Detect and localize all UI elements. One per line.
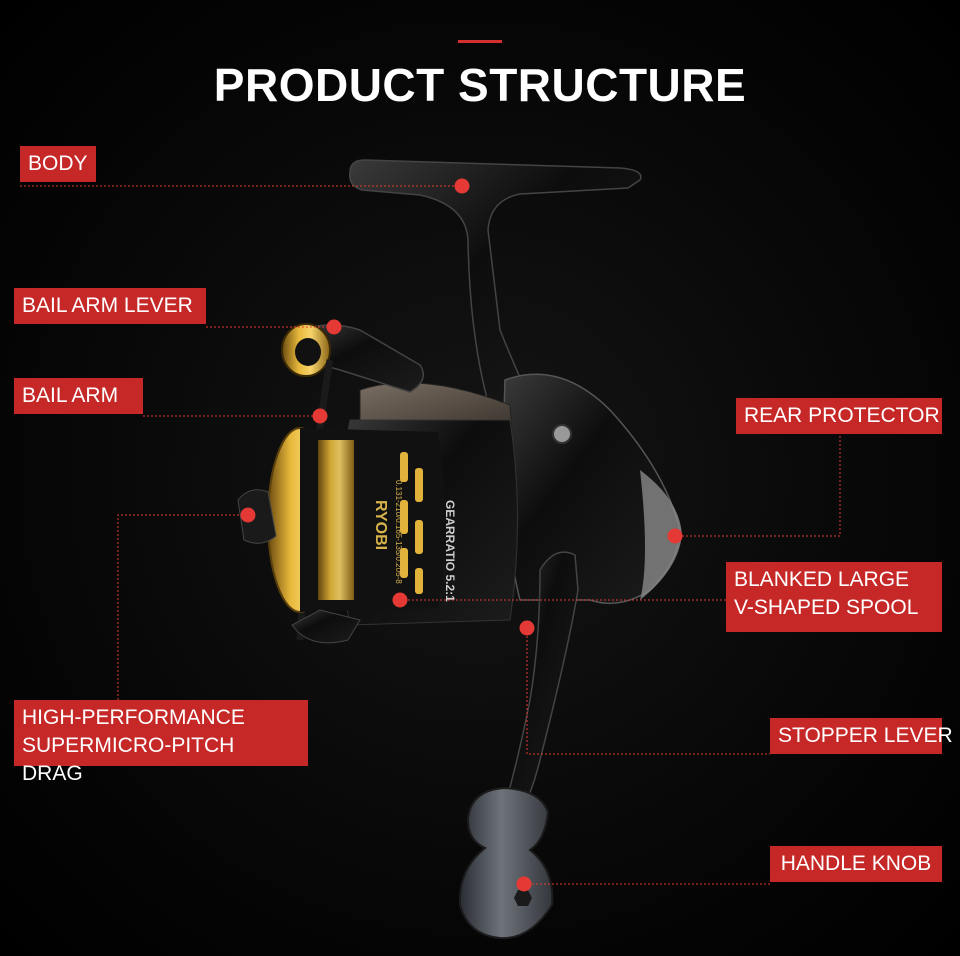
label-stopper-lever: STOPPER LEVER: [770, 718, 953, 754]
gear-ratio-text: GEARRATIO 5.2:1: [443, 500, 457, 602]
label-spool: BLANKED LARGE V-SHAPED SPOOL: [726, 562, 942, 632]
bail-arm-bottom: [291, 609, 361, 644]
page-title: PRODUCT STRUCTURE: [213, 59, 747, 111]
marker-stopper-lever: [519, 620, 535, 636]
marker-handle-knob: [516, 876, 532, 892]
drag-knob: [237, 489, 277, 544]
marker-body: [454, 178, 470, 194]
spool-gold-band: [318, 440, 354, 600]
marker-rear-protector: [667, 528, 683, 544]
marker-bail-arm-lever: [326, 319, 342, 335]
spool-brand: RYOBI: [372, 500, 389, 550]
handle-knob-shape: [458, 786, 554, 940]
label-rear-protector: REAR PROTECTOR: [736, 398, 942, 434]
marker-bail-arm: [312, 408, 328, 424]
marker-spool: [392, 592, 408, 608]
title-accent-bar: [458, 40, 502, 43]
label-drag: HIGH-PERFORMANCE SUPERMICRO-PITCH DRAG: [14, 700, 308, 785]
handle-arm: [504, 551, 579, 811]
marker-drag: [240, 507, 256, 523]
spool-ribs: [400, 452, 423, 594]
label-bail-arm: BAIL ARM: [14, 378, 143, 414]
label-bail-arm-lever: BAIL ARM LEVER: [14, 288, 206, 324]
spool-line-capacity: 0.131-210/0.165-135/0.205-8: [394, 480, 403, 584]
leader-lines: [20, 185, 841, 885]
label-body: BODY: [20, 146, 96, 182]
label-handle-knob: HANDLE KNOB: [770, 846, 942, 882]
rotor-cover: [359, 382, 513, 431]
rear-protector-trim: [640, 470, 682, 600]
